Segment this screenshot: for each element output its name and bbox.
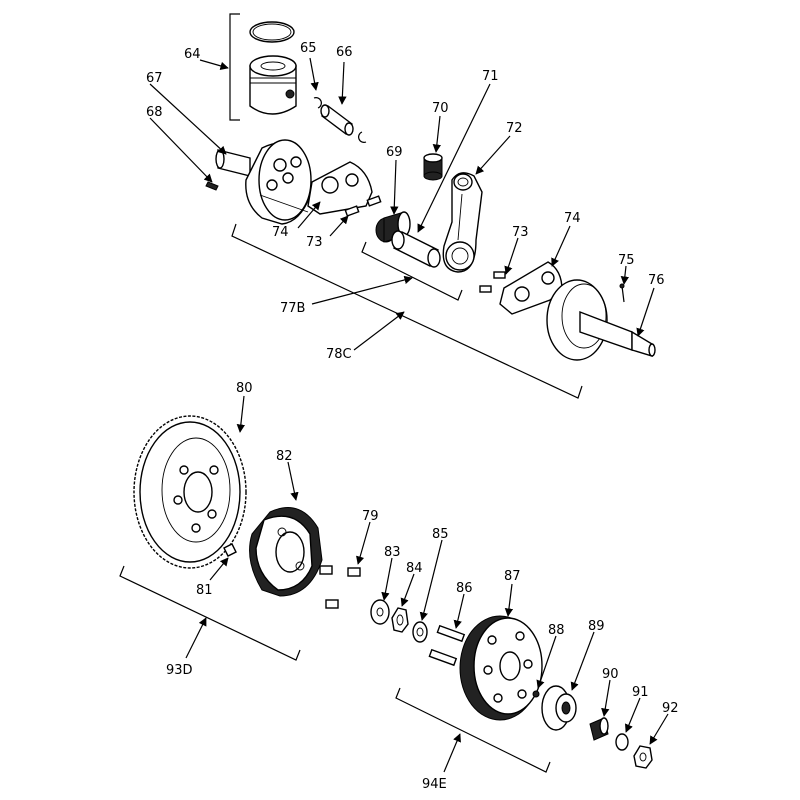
crank-half-left bbox=[215, 139, 312, 225]
label-81: 81 bbox=[196, 583, 213, 598]
label-73a: 73 bbox=[306, 235, 323, 250]
piston-assembly bbox=[229, 13, 297, 121]
counterweight-plate-left bbox=[307, 161, 373, 215]
label-78c: 78C bbox=[326, 347, 352, 362]
bracket-78c bbox=[231, 223, 583, 399]
bolts-79 bbox=[319, 565, 361, 609]
label-77b: 77B bbox=[280, 301, 305, 316]
piston-pin bbox=[320, 104, 354, 136]
pin-81 bbox=[223, 543, 237, 557]
nut-92 bbox=[633, 745, 653, 769]
label-84: 84 bbox=[406, 561, 423, 576]
label-85: 85 bbox=[432, 527, 449, 542]
label-79: 79 bbox=[362, 509, 379, 524]
label-94e: 94E bbox=[422, 777, 447, 792]
label-90: 90 bbox=[602, 667, 619, 682]
label-75: 75 bbox=[618, 253, 635, 268]
connecting-rod bbox=[442, 172, 483, 273]
label-76: 76 bbox=[648, 273, 665, 288]
pin-75 bbox=[619, 283, 625, 303]
screw-73-left bbox=[344, 195, 382, 217]
clutch-hub bbox=[541, 685, 577, 731]
needle-bearing-69 bbox=[375, 211, 411, 243]
label-72: 72 bbox=[506, 121, 523, 136]
flywheel-gear bbox=[133, 415, 247, 569]
studs-86 bbox=[428, 624, 466, 667]
label-83: 83 bbox=[384, 545, 401, 560]
small-end-bearing bbox=[423, 153, 443, 181]
label-70: 70 bbox=[432, 101, 449, 116]
counterweight-plate-right bbox=[499, 261, 563, 315]
bracket-93d bbox=[119, 565, 301, 661]
screw-73-right bbox=[479, 271, 506, 293]
label-92: 92 bbox=[662, 701, 679, 716]
label-87: 87 bbox=[504, 569, 521, 584]
crank-pin bbox=[391, 230, 441, 268]
label-71: 71 bbox=[482, 69, 499, 84]
label-68: 68 bbox=[146, 105, 163, 120]
label-65: 65 bbox=[300, 41, 317, 56]
label-88: 88 bbox=[548, 623, 565, 638]
leader-lines bbox=[149, 57, 669, 773]
label-67: 67 bbox=[146, 71, 163, 86]
label-74b: 74 bbox=[564, 211, 581, 226]
label-82: 82 bbox=[276, 449, 293, 464]
label-89: 89 bbox=[588, 619, 605, 634]
bracket-94e bbox=[395, 687, 551, 773]
crank-half-right bbox=[546, 279, 656, 361]
clutch-drum bbox=[459, 615, 543, 721]
label-93d: 93D bbox=[166, 663, 193, 678]
label-66: 66 bbox=[336, 45, 353, 60]
part-number-labels: 64 65 66 67 68 69 70 71 72 73 74 73 74 7… bbox=[146, 41, 679, 792]
nut-84 bbox=[391, 607, 409, 633]
spacer-88 bbox=[532, 690, 540, 698]
washer-85 bbox=[412, 621, 428, 643]
label-91: 91 bbox=[632, 685, 649, 700]
label-69: 69 bbox=[386, 145, 403, 160]
label-64: 64 bbox=[184, 47, 201, 62]
woodruff-key bbox=[205, 181, 219, 191]
label-86: 86 bbox=[456, 581, 473, 596]
label-80: 80 bbox=[236, 381, 253, 396]
washer-91 bbox=[615, 733, 629, 751]
label-73b: 73 bbox=[512, 225, 529, 240]
label-74a: 74 bbox=[272, 225, 289, 240]
clutch-shoe bbox=[249, 507, 323, 597]
washer-83 bbox=[370, 599, 390, 625]
needle-bearing-90 bbox=[589, 717, 609, 741]
circlip-65 bbox=[313, 97, 367, 143]
